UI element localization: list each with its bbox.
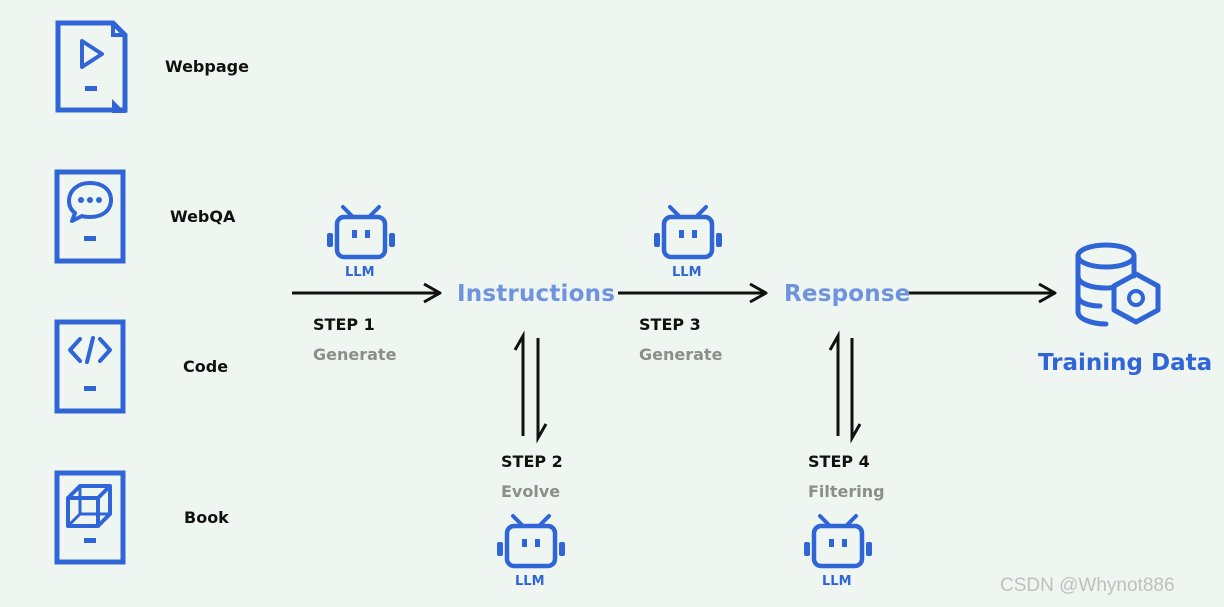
llm-step2: LLM (495, 512, 567, 592)
source-label-webqa: WebQA (170, 207, 236, 226)
node-training-data: Training Data (1038, 350, 1213, 376)
llm-label: LLM (345, 265, 375, 280)
step2-desc: Evolve (501, 482, 561, 501)
code-document-icon (54, 319, 126, 414)
robot-icon (654, 205, 722, 260)
arrow-step2-exchange (513, 330, 548, 444)
robot-icon (804, 514, 872, 569)
source-book (54, 470, 129, 565)
step1-title: STEP 1 (313, 315, 375, 334)
node-response: Response (784, 281, 911, 307)
llm-label: LLM (822, 574, 852, 589)
source-label-webpage: Webpage (165, 57, 249, 76)
llm-step4: LLM (802, 512, 874, 592)
arrow-step4-exchange (828, 330, 862, 444)
step3-title: STEP 3 (639, 315, 701, 334)
llm-label: LLM (515, 574, 545, 589)
llm-label: LLM (672, 265, 702, 280)
chat-document-icon (54, 169, 126, 264)
step1-desc: Generate (313, 345, 397, 364)
cube-document-icon (54, 470, 126, 565)
source-webqa (54, 169, 129, 264)
arrow-step1 (292, 282, 442, 304)
arrow-step3 (618, 282, 768, 304)
play-document-icon (55, 20, 128, 113)
source-label-code: Code (183, 357, 229, 376)
database-gear-icon (1075, 242, 1161, 327)
arrow-to-training-data (907, 282, 1057, 304)
step2-title: STEP 2 (501, 452, 563, 471)
step4-title: STEP 4 (808, 452, 870, 471)
llm-step3: LLM (652, 203, 724, 283)
source-label-book: Book (184, 508, 229, 527)
source-code (54, 319, 129, 414)
training-data-node (1070, 240, 1170, 332)
llm-step1: LLM (325, 203, 397, 283)
watermark: CSDN @Whynot886 (1000, 575, 1175, 596)
source-webpage (54, 19, 129, 114)
robot-icon (497, 514, 565, 569)
step3-desc: Generate (639, 345, 723, 364)
step4-desc: Filtering (808, 482, 885, 501)
robot-icon (327, 205, 395, 260)
node-instructions: Instructions (457, 281, 616, 307)
